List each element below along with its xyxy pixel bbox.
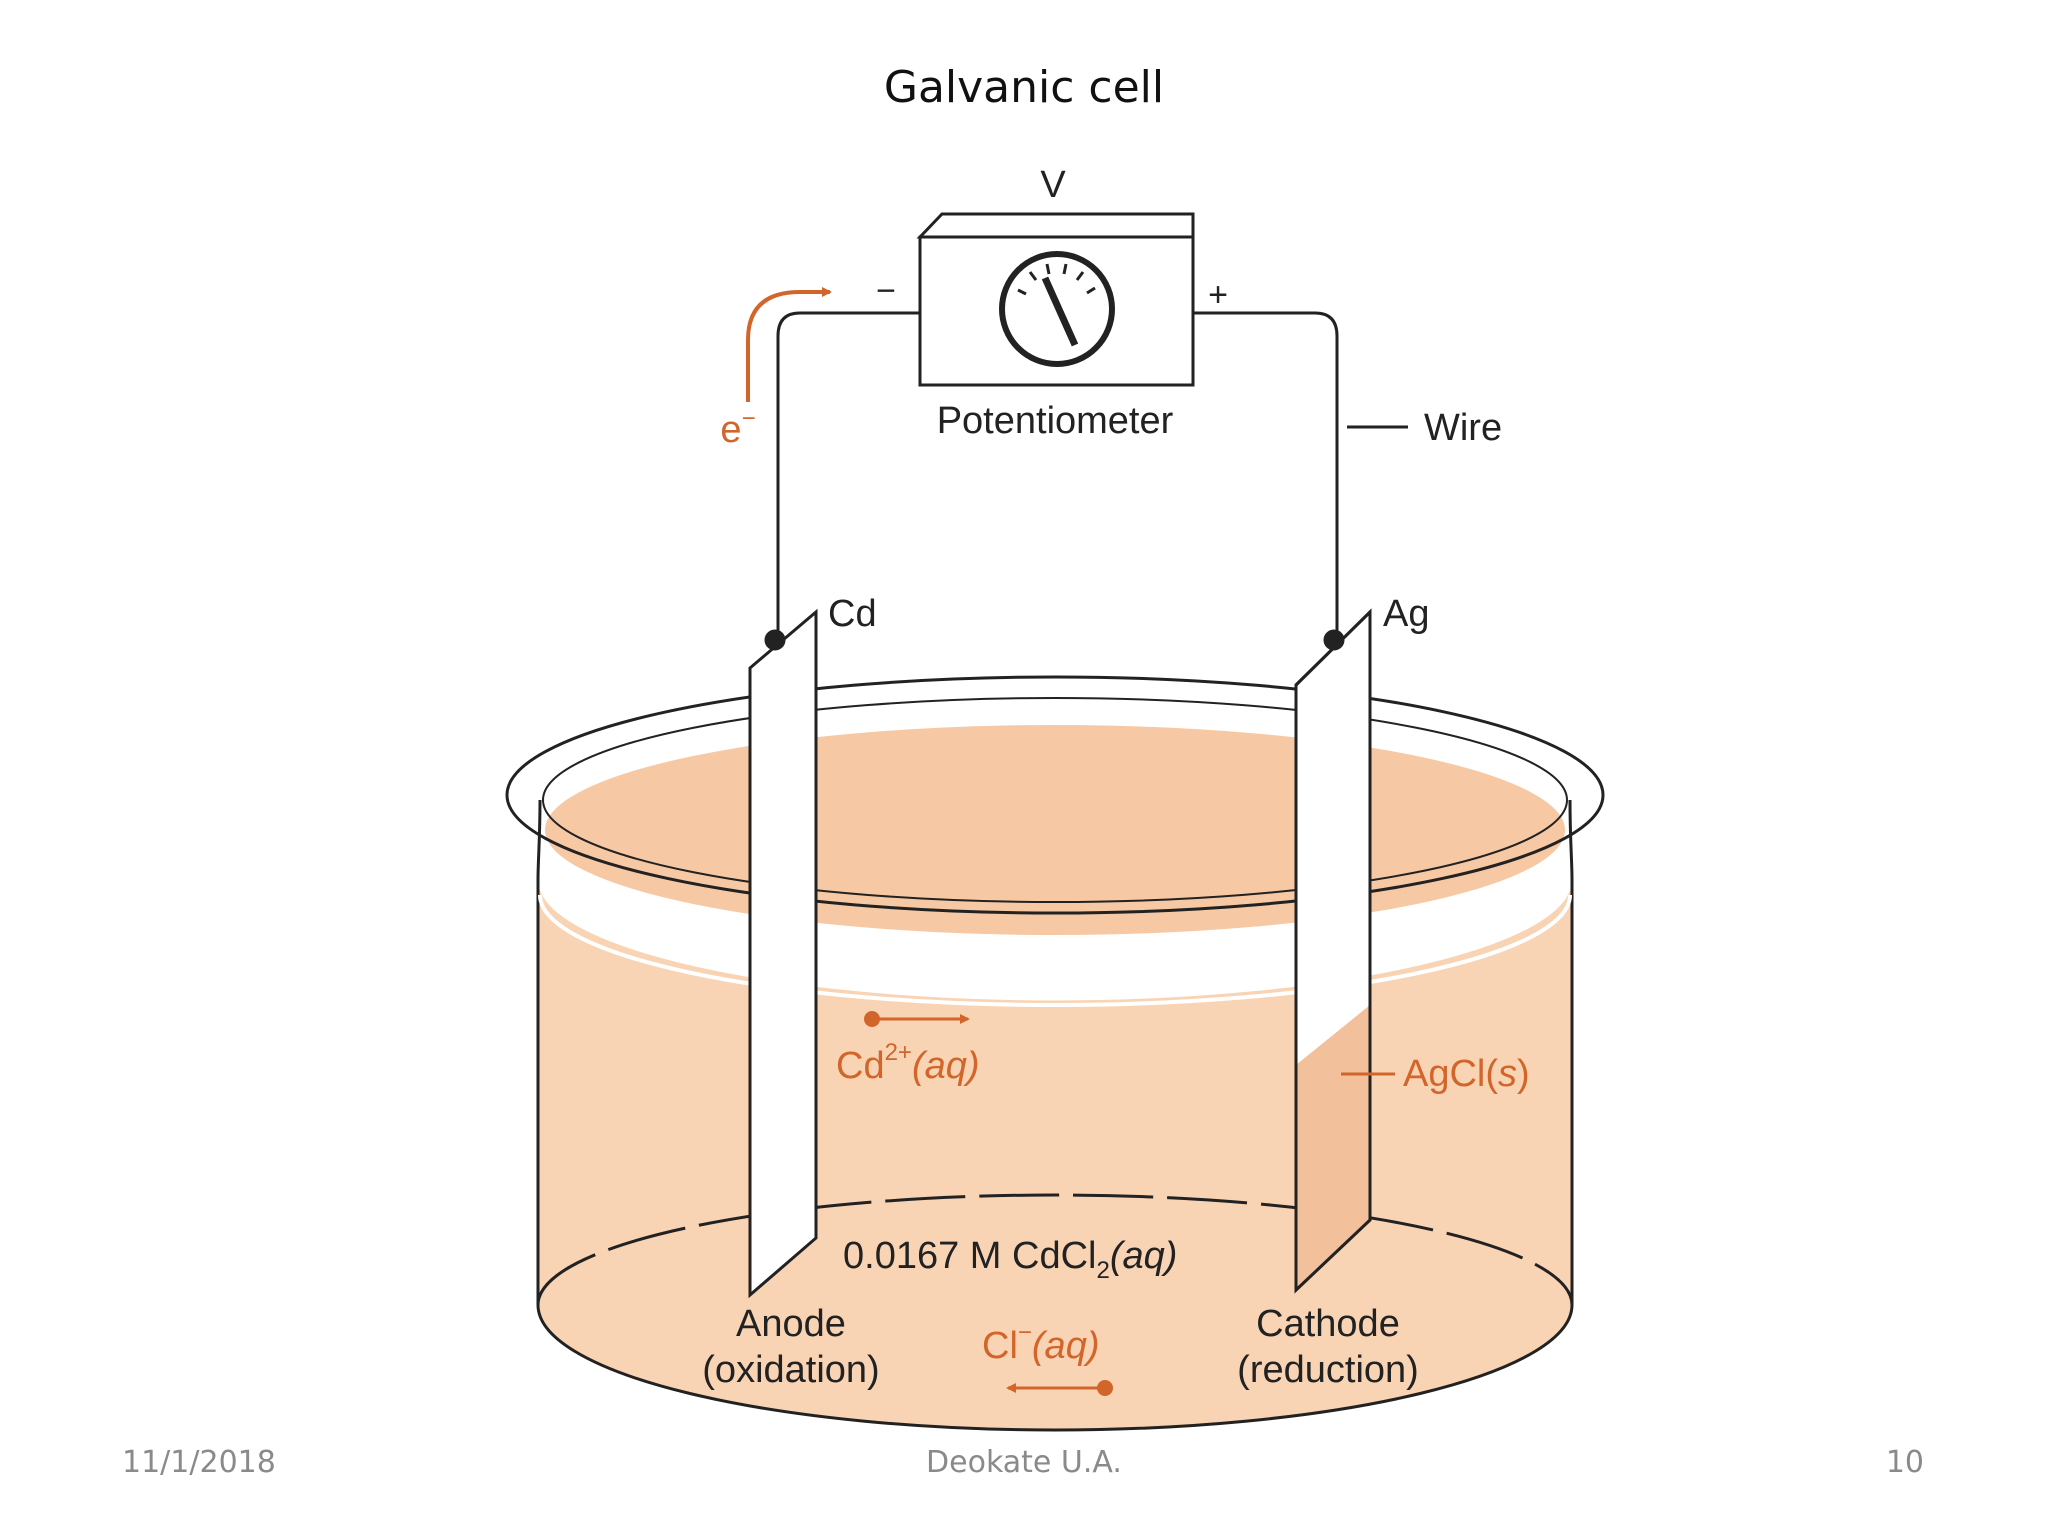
negative-terminal-label: − (876, 272, 896, 310)
cation-arrow (864, 1011, 970, 1027)
wire-label: Wire (1424, 407, 1502, 449)
footer-date: 11/1/2018 (122, 1445, 276, 1480)
cathode-process-label: (reduction) (1237, 1349, 1419, 1391)
meter-needle (1041, 276, 1079, 347)
anion-arrow (1006, 1380, 1113, 1396)
beaker-right-wall (1568, 799, 1574, 1305)
silver-electrode (1294, 608, 1372, 1294)
circuit-wires (764, 311, 1408, 651)
cathode-label: Cathode (1256, 1303, 1400, 1345)
silver-electrode-label: Ag (1383, 593, 1429, 635)
potentiometer-label: Potentiometer (937, 400, 1174, 442)
beaker-rim-outer (505, 675, 1605, 915)
electron-label: e− (720, 405, 755, 451)
beaker-left-wall (536, 799, 542, 1305)
beaker-bottom-back (536, 1193, 1574, 1306)
left-clip (764, 629, 786, 651)
beaker-highlight (538, 894, 1572, 1007)
electron-flow-arrow (746, 287, 832, 402)
anode-process-label: (oxidation) (702, 1349, 879, 1391)
footer-page-number: 10 (1885, 1445, 1924, 1480)
footer-author: Deokate U.A. (926, 1445, 1122, 1480)
precipitate-label: AgCl(s) (1403, 1053, 1530, 1095)
anion-label: Cl−(aq) (982, 1319, 1099, 1367)
right-wire (1190, 311, 1339, 649)
solution-label: 0.0167 M CdCl2(aq) (843, 1235, 1177, 1284)
cadmium-electrode-label: Cd (828, 593, 877, 635)
solution-surface (545, 725, 1565, 935)
positive-terminal-label: + (1208, 276, 1228, 314)
meter-symbol-label: V (1040, 164, 1066, 206)
cation-label: Cd2+(aq) (836, 1039, 980, 1087)
potentiometer (916, 212, 1195, 387)
meter-ticks (1017, 263, 1096, 296)
cadmium-electrode (748, 608, 818, 1299)
anode-label: Anode (736, 1303, 846, 1345)
beaker-rim-inner (542, 697, 1568, 903)
beaker-bottom-front (536, 1304, 1574, 1432)
right-clip (1323, 629, 1345, 651)
silver-chloride-coating (1296, 1005, 1370, 1290)
slide-title: Galvanic cell (883, 62, 1165, 113)
